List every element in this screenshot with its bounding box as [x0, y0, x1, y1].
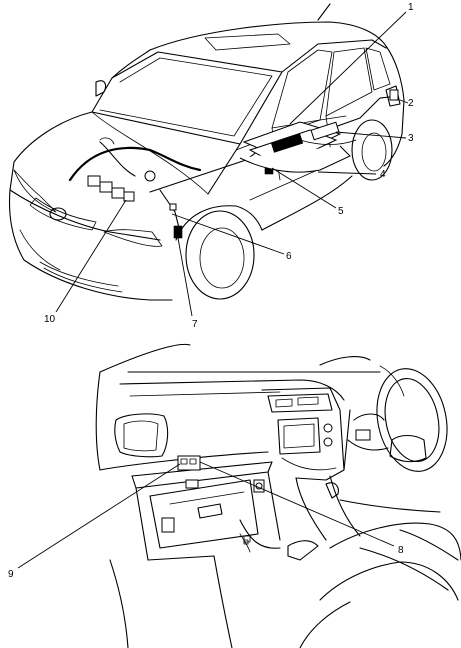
car-illustration	[9, 3, 405, 301]
callout-1: 1	[408, 2, 414, 13]
leader-lines	[17, 11, 409, 569]
dashboard-illustration	[95, 343, 461, 648]
callout-10: 10	[44, 314, 56, 325]
callout-5: 5	[338, 206, 344, 217]
callout-2: 2	[408, 98, 414, 109]
callout-4: 4	[380, 169, 386, 180]
callout-3: 3	[408, 133, 414, 144]
callout-7: 7	[192, 319, 198, 330]
callout-8: 8	[398, 545, 404, 556]
callout-9: 9	[8, 569, 14, 580]
callout-6: 6	[286, 251, 292, 262]
